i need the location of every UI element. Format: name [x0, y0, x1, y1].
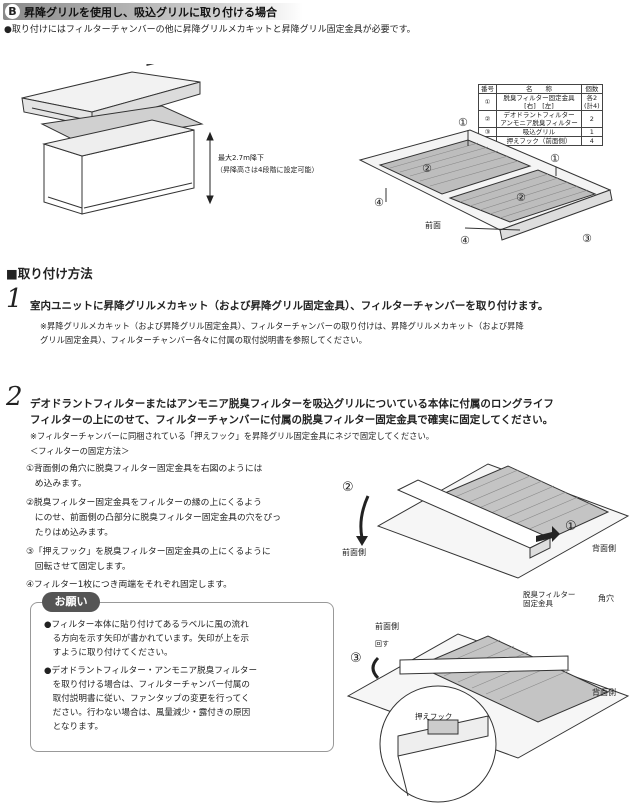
- svg-text:②: ②: [422, 162, 432, 175]
- procedure-line: ①背面側の角穴に脱臭フィルター固定金具を右図のようには: [26, 464, 263, 474]
- part-name: 押えフック（前面側）: [496, 136, 582, 146]
- step1-number: 1: [6, 284, 23, 314]
- part-qty: 各2 (計4): [581, 93, 603, 111]
- request-item: 取付説明書に従い、ファンタップの変更を行ってく: [44, 694, 250, 704]
- procedure-line: ④フィルター1枚につき両端をそれぞれ固定します。: [26, 580, 232, 590]
- fig-step3-label: ③: [350, 651, 362, 666]
- back-side-label-top: 背面側: [592, 544, 616, 553]
- svg-text:④: ④: [374, 196, 384, 209]
- square-hole-label: 角穴: [598, 594, 614, 603]
- part-name: 脱臭フィルター固定金具 [右] [左]: [496, 93, 582, 111]
- request-item: る方向を示す矢印が書かれています。矢印が上を示: [44, 634, 250, 644]
- request-title: お願い: [42, 592, 100, 612]
- section-badge: B: [5, 4, 20, 19]
- front-label: 前面: [425, 221, 441, 230]
- fig-step1-label: ①: [565, 519, 577, 534]
- step1-note: ※昇降グリルメカキット（および昇降グリル固定金具）、フィルターチャンバーの取り付…: [40, 321, 524, 331]
- section-header-title: 昇降グリルを使用し、吸込グリルに取り付ける場合: [24, 6, 277, 19]
- section-title: ■取り付け方法: [6, 266, 93, 281]
- part-qty: 4: [581, 136, 603, 146]
- parts-header-no: 番号: [478, 84, 497, 94]
- svg-text:③: ③: [582, 232, 592, 245]
- step1-note: グリル固定金具）、フィルターチャンバー各々に付属の取付説明書を参照してください。: [40, 335, 367, 345]
- request-item: を取り付ける場合は、フィルターチャンバー付属の: [44, 680, 250, 690]
- request-item: ●フィルター本体に貼り付けてあるラベルに風の流れ: [44, 620, 249, 630]
- request-item: ださい。行わない場合は、風量減少・露付きの原因: [44, 708, 251, 718]
- part-no: ①: [478, 93, 497, 111]
- bracket-label: 脱臭フィルター 固定金具: [523, 590, 576, 608]
- grille-filter-illustration: ① ① ② ② ④ ④ ③: [358, 116, 613, 247]
- rotate-label: 回す: [375, 640, 389, 648]
- height-label: 最大2.7m降下: [218, 154, 264, 162]
- request-item: となります。: [44, 722, 104, 732]
- procedure-line: ③「押えフック」を脱臭フィルター固定金具の上にくるように: [26, 547, 271, 557]
- indoor-unit-illustration: [21, 64, 214, 215]
- parts-header-qty: 個数: [581, 84, 603, 94]
- intro-text: ●取り付けにはフィルターチャンバーの他に昇降グリルメカキットと昇降グリル固定金具…: [4, 25, 416, 35]
- request-box: [30, 602, 334, 752]
- parts-table: 番号 名 称 個数 ① 脱臭フィルター固定金具 [右] [左] 各2 (計4) …: [478, 84, 603, 146]
- front-side-label-top: 前面側: [342, 548, 366, 557]
- section-header-bar: [3, 3, 303, 20]
- procedure-line: め込みます。: [26, 479, 87, 489]
- step2-heading: フィルターの上にのせて、フィルターチャンバーに付属の脱臭フィルター固定金具で確実…: [30, 414, 554, 426]
- table-row: ① 脱臭フィルター固定金具 [右] [左] 各2 (計4): [478, 93, 603, 111]
- request-item: すように取り付けてください。: [44, 648, 173, 658]
- hook-label: 押えフック: [415, 712, 453, 721]
- height-note: （昇降高さは4段階に設定可能）: [216, 166, 319, 174]
- procedure-line: たりはめ込みます。: [26, 528, 114, 538]
- svg-text:①: ①: [458, 116, 468, 129]
- step1-heading: 室内ユニットに昇降グリルメカキット（および昇降グリル固定金具）、フィルターチャン…: [30, 300, 549, 312]
- back-side-label-bottom: 背面側: [592, 688, 616, 697]
- step2-heading: デオドラントフィルターまたはアンモニア脱臭フィルターを吸込グリルについている本体…: [30, 398, 554, 410]
- fig-step2-label: ②: [342, 480, 354, 495]
- procedure-line: 回転させて固定します。: [26, 562, 131, 572]
- parts-header-name: 名 称: [496, 84, 582, 94]
- svg-text:①: ①: [550, 152, 560, 165]
- procedure-line: にのせ、前面側の凸部分に脱臭フィルター固定金具の穴をぴっ: [26, 513, 281, 523]
- filter-fixing-illustration: [346, 463, 630, 803]
- step2-note: ＜フィルターの固定方法＞: [30, 446, 130, 456]
- svg-text:②: ②: [516, 191, 526, 204]
- step2-note: ※フィルターチャンバーに同梱されている「押えフック」を昇降グリル固定金具にネジで…: [30, 431, 435, 441]
- request-item: ●デオドラントフィルター・アンモニア脱臭フィルター: [44, 666, 258, 676]
- step2-number: 2: [6, 382, 23, 412]
- front-side-label-bottom: 前面側: [375, 622, 399, 631]
- svg-text:④: ④: [460, 234, 470, 247]
- procedure-line: ②脱臭フィルター固定金具をフィルターの縁の上にくるよう: [26, 498, 262, 508]
